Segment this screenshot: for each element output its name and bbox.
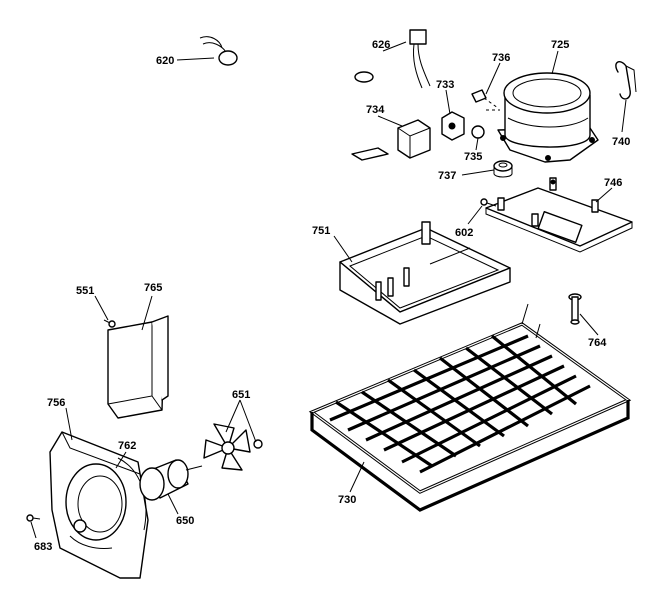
leader-725: [551, 50, 559, 75]
leader-602: [467, 205, 483, 225]
leader-626: [382, 41, 407, 52]
leader-lines: [30, 41, 627, 539]
leader-551: [94, 295, 109, 321]
part-651-fan-blade: [203, 423, 263, 471]
leader-730: [349, 461, 365, 493]
callout-736: 736: [492, 52, 510, 64]
callout-650: 650: [176, 515, 194, 527]
leader-751: [333, 235, 353, 263]
leader-737: [461, 169, 495, 176]
callout-740: 740: [612, 136, 630, 148]
callout-labels: 620 626 725 736 733 734 735 740 737 746 …: [34, 39, 630, 553]
part-683-screw: [26, 514, 41, 522]
callout-725: 725: [551, 39, 569, 51]
leader-651: [225, 399, 257, 443]
callout-751: 751: [312, 225, 330, 237]
part-735-grommet: [471, 125, 485, 139]
part-626-cord: [354, 29, 431, 89]
part-751-drain-pan: [339, 221, 511, 325]
callout-734: 734: [366, 104, 385, 116]
callout-602: 602: [455, 227, 473, 239]
part-734-cover: [351, 119, 431, 161]
part-733-relay: [441, 111, 465, 141]
callout-626: 626: [372, 39, 390, 51]
part-765-panel: [107, 315, 169, 419]
callout-746: 746: [604, 177, 622, 189]
callout-683: 683: [34, 541, 52, 553]
leader-756: [65, 407, 73, 441]
callout-764: 764: [588, 337, 607, 349]
leader-740: [621, 99, 627, 133]
part-764-bolt: [568, 293, 582, 325]
part-650-fan-motor: [139, 459, 203, 501]
callout-551: 551: [76, 285, 94, 297]
callout-733: 733: [436, 79, 454, 91]
callout-735: 735: [464, 151, 482, 163]
leader-762: [115, 451, 127, 469]
leader-765: [141, 295, 153, 331]
part-746-base-plate: [485, 177, 633, 253]
callout-762: 762: [118, 440, 136, 452]
part-737-grommet: [493, 160, 513, 178]
part-602-screw: [480, 198, 497, 207]
part-725-compressor: [497, 72, 599, 163]
leader-650: [167, 493, 179, 515]
part-756-fan-housing: [49, 431, 149, 579]
leader-736: [485, 62, 501, 95]
leader-764: [579, 313, 599, 336]
leader-683: [30, 521, 37, 539]
leader-746: [595, 187, 613, 203]
leader-734: [377, 115, 403, 127]
callout-765: 765: [144, 282, 162, 294]
part-620-overload: [199, 36, 238, 66]
part-740-hanger: [615, 61, 637, 100]
callout-756: 756: [47, 397, 65, 409]
part-736-clip: [471, 89, 499, 109]
callout-730: 730: [338, 494, 356, 506]
part-730-condenser-coil: [308, 303, 632, 512]
leader-620: [176, 57, 215, 61]
leader-733: [445, 89, 451, 115]
leader-735: [475, 137, 479, 151]
callout-651: 651: [232, 389, 250, 401]
callout-620: 620: [156, 55, 174, 67]
callout-737: 737: [438, 170, 456, 182]
part-551-screw: [103, 319, 116, 328]
